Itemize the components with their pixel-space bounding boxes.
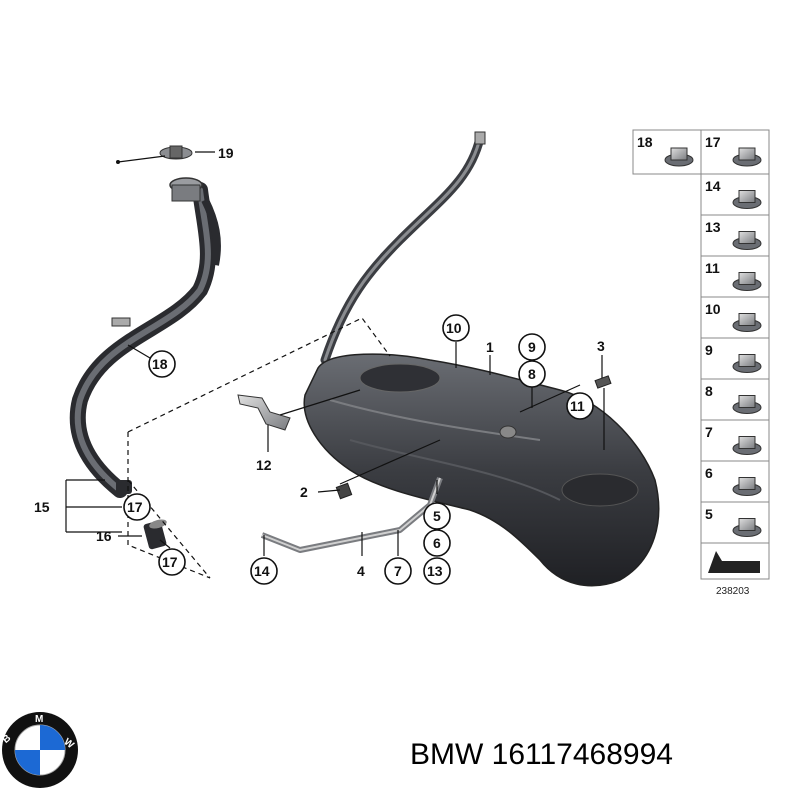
callout-3: 3 — [597, 338, 605, 354]
legend-item-9: 9 — [700, 337, 770, 380]
callout-9: 9 — [528, 339, 536, 355]
callout-2: 2 — [300, 484, 308, 500]
legend-label-18: 18 — [637, 134, 653, 150]
leader-lines — [65, 151, 605, 556]
callout-18: 18 — [152, 356, 168, 372]
dashed-frame — [127, 317, 391, 433]
callout-11: 11 — [570, 398, 585, 414]
legend-panel: 18 17 14 13 11 10 9 8 7 6 5 — [632, 129, 770, 580]
callout-circle-11 — [566, 392, 594, 420]
legend-label-10: 10 — [705, 301, 721, 317]
legend-item-17: 17 — [700, 129, 770, 175]
filler-pipe — [69, 177, 221, 498]
callout-1: 1 — [486, 339, 494, 355]
legend-item-10: 10 — [700, 296, 770, 339]
callout-12: 12 — [256, 457, 272, 473]
callout-13: 13 — [427, 563, 443, 579]
callout-6: 6 — [433, 535, 441, 551]
callout-15: 15 — [34, 499, 50, 515]
bracket-12 — [237, 394, 291, 431]
callout-circle-9 — [518, 333, 546, 361]
clip-3 — [594, 375, 612, 389]
filler-cap — [116, 145, 193, 164]
fuel-tank — [303, 353, 660, 587]
callout-7: 7 — [394, 563, 402, 579]
legend-item-8: 8 — [700, 378, 770, 421]
legend-item-11: 11 — [700, 255, 770, 298]
bmw-logo-icon: B M W — [1, 712, 78, 788]
callout-5: 5 — [433, 508, 441, 524]
callout-17b: 17 — [162, 554, 178, 570]
callout-16: 16 — [96, 528, 112, 544]
callout-14: 14 — [254, 563, 270, 579]
clip-2 — [335, 482, 353, 500]
callout-8: 8 — [528, 366, 536, 382]
callout-circle-18 — [148, 350, 176, 378]
breather-pipe — [320, 131, 486, 365]
arrow-icon — [708, 551, 760, 573]
legend-item-5: 5 — [700, 501, 770, 544]
callout-circle-14 — [250, 557, 278, 585]
legend-item-7: 7 — [700, 419, 770, 462]
svg-text:M: M — [35, 714, 43, 725]
callout-circle-7 — [384, 557, 412, 585]
callout-circle-10 — [442, 314, 470, 342]
legend-label-8: 8 — [705, 383, 713, 399]
tank-strap — [260, 476, 443, 553]
callout-circle-5 — [423, 502, 451, 530]
legend-label-17: 17 — [705, 134, 721, 150]
callout-circle-8 — [518, 360, 546, 388]
callout-circle-17b — [158, 548, 186, 576]
legend-label-7: 7 — [705, 424, 713, 440]
callout-17a: 17 — [127, 499, 143, 515]
callout-4: 4 — [357, 563, 365, 579]
legend-label-13: 13 — [705, 219, 721, 235]
diagram-number: 238203 — [716, 586, 750, 597]
legend-item-13: 13 — [700, 214, 770, 257]
callout-circle-6 — [423, 529, 451, 557]
callout-19: 19 — [218, 145, 234, 161]
legend-label-11: 11 — [705, 260, 720, 276]
callout-circle-17a — [123, 493, 151, 521]
legend-label-14: 14 — [705, 178, 721, 194]
legend-item-6: 6 — [700, 460, 770, 503]
legend-label-9: 9 — [705, 342, 713, 358]
legend-item-18: 18 — [632, 129, 702, 175]
callout-circle-13 — [423, 557, 451, 585]
legend-arrow-box — [700, 542, 770, 580]
legend-label-5: 5 — [705, 506, 713, 522]
callout-10: 10 — [446, 320, 462, 336]
legend-item-14: 14 — [700, 173, 770, 216]
part-number-caption: BMW 16117468994 — [410, 738, 673, 771]
legend-label-6: 6 — [705, 465, 713, 481]
